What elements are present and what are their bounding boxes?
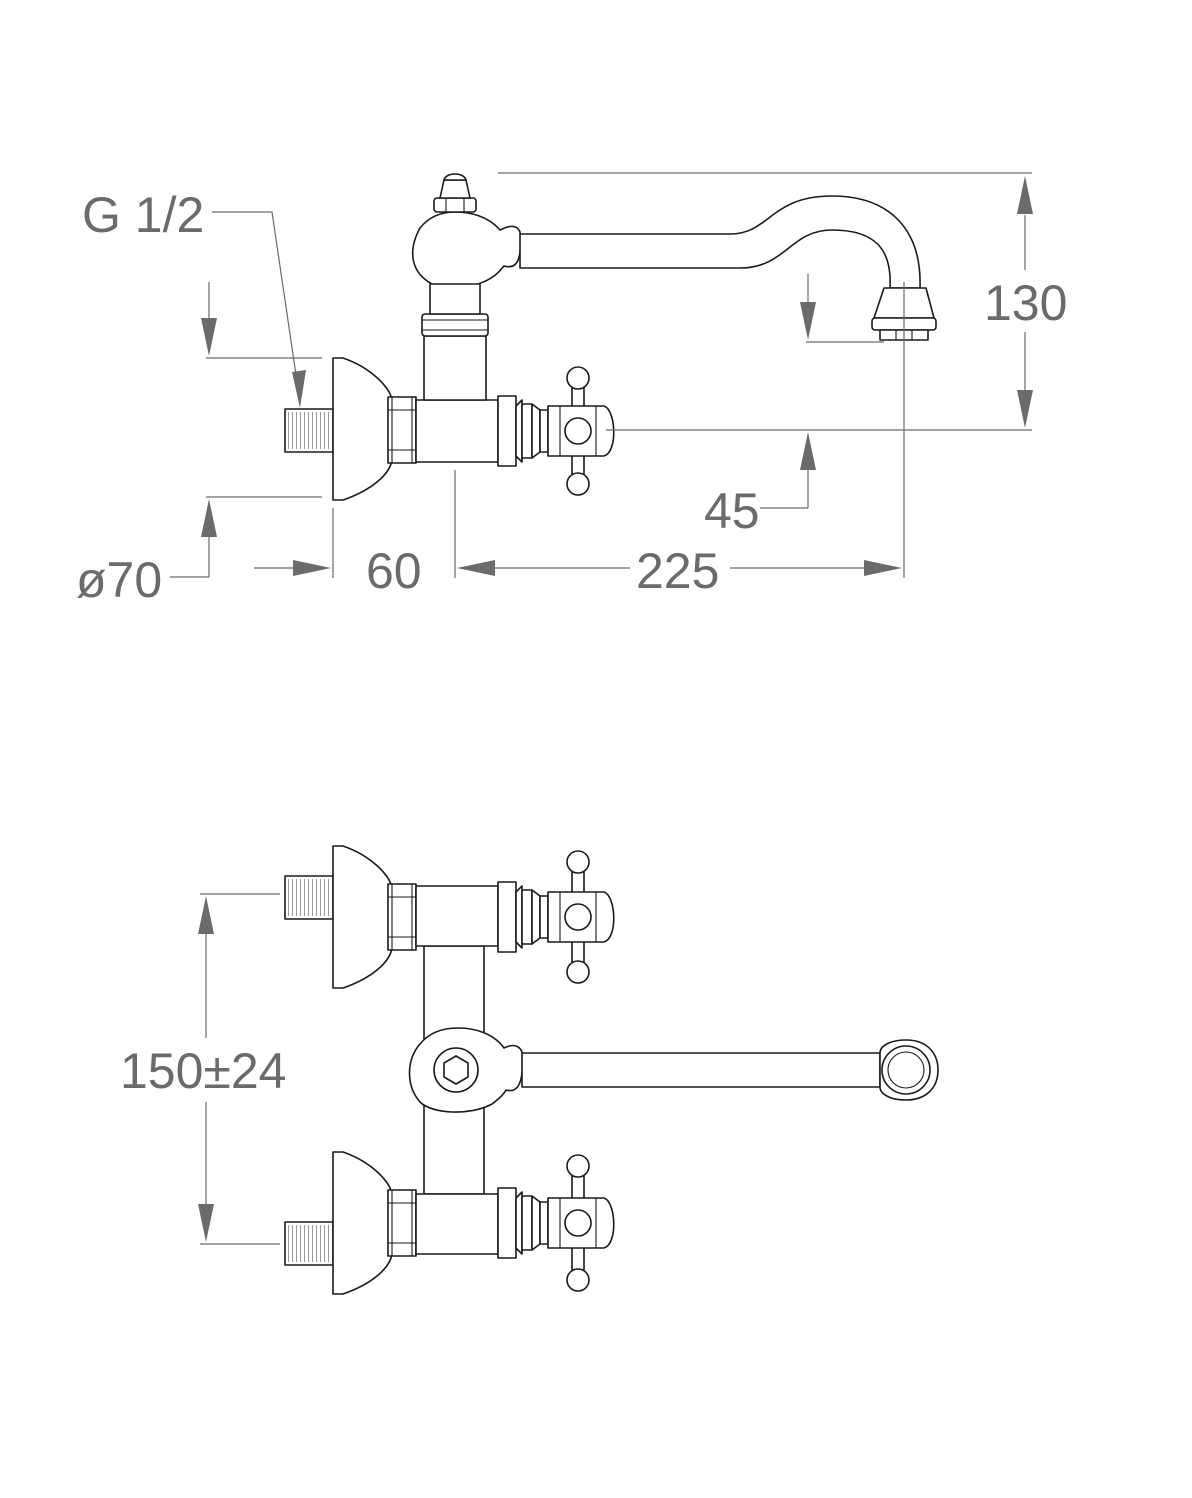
side-view-dimensions: G 1/2 130 45 — [76, 172, 1072, 608]
dim-drop: 45 — [704, 274, 884, 539]
top-spout-elbow — [879, 1039, 939, 1101]
side-cross-handle[interactable] — [547, 366, 615, 496]
side-spout-neck — [421, 281, 489, 401]
side-view — [284, 173, 937, 501]
top-lower-valve — [284, 1151, 549, 1295]
top-ball-joint — [408, 1027, 524, 1113]
side-swan-spout — [519, 195, 921, 289]
top-upper-valve — [284, 845, 549, 989]
dim-reach: 225 — [454, 282, 905, 599]
side-valve-body — [415, 399, 499, 463]
top-view — [284, 845, 939, 1295]
side-wall-flange — [332, 357, 393, 501]
top-spout — [521, 1052, 881, 1088]
top-view-dimensions: 150±24 — [118, 893, 288, 1245]
side-inlet-thread — [284, 408, 334, 453]
dim-flange-label: ø70 — [76, 552, 162, 608]
dim-center-distance-label: 150±24 — [120, 1043, 286, 1099]
side-ball-joint — [412, 211, 522, 285]
dim-reach-label: 225 — [636, 543, 719, 599]
dim-flange: ø70 — [76, 282, 322, 608]
side-top-cap — [433, 173, 477, 213]
dim-thread-label: G 1/2 — [82, 187, 204, 243]
top-upper-cross-handle[interactable] — [547, 850, 615, 984]
dim-height-label: 130 — [984, 275, 1067, 331]
dim-height: 130 — [498, 172, 1072, 431]
dim-drop-label: 45 — [704, 483, 760, 539]
dim-depth: 60 — [254, 508, 422, 599]
side-hex-nut — [387, 396, 417, 464]
dim-thread: G 1/2 — [82, 187, 306, 408]
side-valve-collar — [497, 395, 549, 467]
top-lower-cross-handle[interactable] — [547, 1154, 615, 1292]
dim-depth-label: 60 — [366, 543, 422, 599]
